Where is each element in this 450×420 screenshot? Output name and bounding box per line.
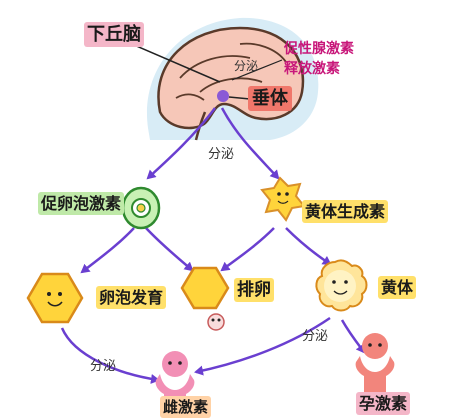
estrogen-label: 雌激素 (160, 396, 212, 418)
corpus-luteum-icon (315, 259, 368, 312)
arrow-fsh-to-ovulation (145, 227, 194, 272)
arrow-to-fsh (146, 107, 217, 180)
lh-flower-icon (260, 176, 306, 222)
brain-folds (175, 42, 287, 101)
ovulation-icon (180, 266, 230, 331)
arrow-follicle-to-estrogen (60, 327, 160, 384)
hypothalamus-label: 下丘脑 (84, 22, 144, 47)
gnrh-label-line1: 促性腺激素 (284, 41, 354, 57)
secrete-label-top: 分泌 (234, 59, 259, 73)
secrete-label-mid: 分泌 (208, 147, 235, 162)
arrow-lh-to-corpus (285, 227, 332, 266)
arrow-corpus-to-estrogen (194, 316, 331, 376)
gnrh-pointer (231, 59, 283, 81)
progesterone-figure-icon (355, 333, 395, 392)
pituitary-pointer (228, 96, 251, 100)
arrow-lh-to-ovulation (220, 227, 275, 272)
gnrh-label-line2: 释放激素 (284, 61, 340, 77)
pituitary-gland (217, 90, 229, 102)
arrow-corpus-to-progesterone (340, 319, 366, 354)
follicle-dev-icon (26, 272, 84, 324)
lh-label: 黄体生成素 (302, 200, 389, 223)
corpus-luteum-label: 黄体 (378, 276, 417, 299)
arrow-fsh-to-follicle (80, 227, 135, 274)
ovulation-label: 排卵 (234, 278, 274, 302)
pituitary-label: 垂体 (248, 86, 292, 111)
fsh-cell-icon (121, 186, 161, 230)
secrete-label-left: 分泌 (90, 359, 117, 374)
secrete-label-right: 分泌 (302, 329, 329, 344)
arrow-to-lh (220, 107, 280, 180)
follicle-dev-label: 卵泡发育 (96, 286, 167, 309)
progesterone-label: 孕激素 (356, 392, 411, 415)
fsh-label: 促卵泡激素 (38, 192, 125, 215)
